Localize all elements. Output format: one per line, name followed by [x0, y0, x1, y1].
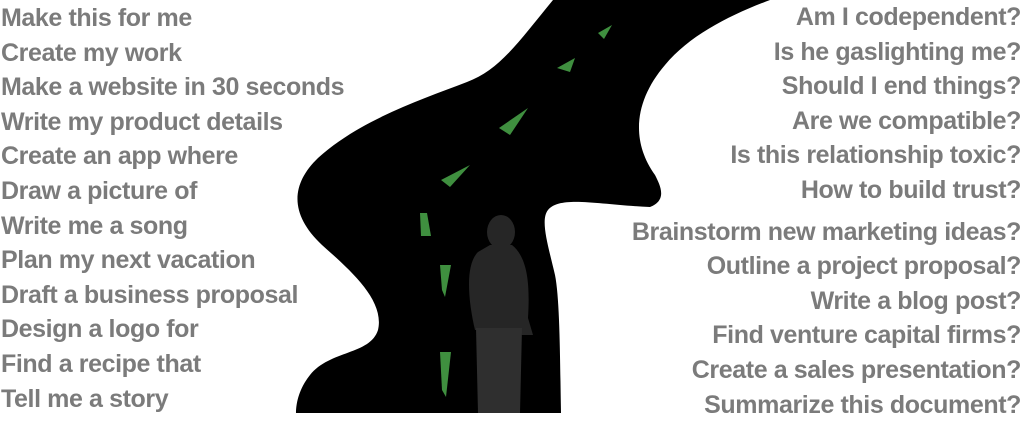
prompt-item: Create my work — [1, 38, 182, 67]
relationship-prompt: Are we compatible? — [792, 106, 1021, 135]
work-prompt: Outline a project proposal? — [706, 252, 1022, 281]
work-prompt: Brainstorm new marketing ideas? — [631, 217, 1022, 246]
hooded-figure — [469, 215, 533, 413]
prompt-item: Write my product details — [1, 107, 283, 136]
work-prompt: Create a sales presentation? — [691, 355, 1022, 384]
left-prompt-list: Make this for me Create my work Make a w… — [1, 1, 345, 416]
prompt-item: Tell me a story — [1, 384, 169, 413]
relationship-prompt: Am I codependent? — [795, 3, 1022, 31]
relationship-prompt: Is he gaslighting me? — [773, 37, 1022, 66]
prompt-item: Find a recipe that — [1, 349, 201, 378]
road-illustration — [296, 0, 770, 413]
work-prompt: Find venture capital firms? — [712, 321, 1021, 350]
prompt-item: Draft a business proposal — [1, 280, 299, 309]
prompt-item: Design a logo for — [1, 315, 199, 344]
relationship-prompt: How to build trust? — [800, 175, 1022, 204]
prompt-item: Draw a picture of — [1, 176, 198, 205]
prompt-item: Make a website in 30 seconds — [1, 73, 345, 102]
winding-road — [296, 0, 770, 413]
lane-dashes — [420, 25, 612, 397]
relationship-prompt: Is this relationship toxic? — [730, 141, 1021, 170]
work-prompt: Summarize this document? — [704, 390, 1021, 419]
relationship-prompt: Should I end things? — [781, 72, 1022, 101]
right-prompt-list: Am I codependent? Is he gaslighting me? … — [631, 0, 1022, 422]
prompt-item: Make this for me — [1, 4, 192, 32]
prompt-item: Create an app where — [1, 142, 238, 171]
prompt-item: Write me a song — [1, 211, 188, 240]
work-prompt: Write a blog post? — [810, 286, 1022, 315]
prompt-item: Plan my next vacation — [1, 246, 256, 275]
